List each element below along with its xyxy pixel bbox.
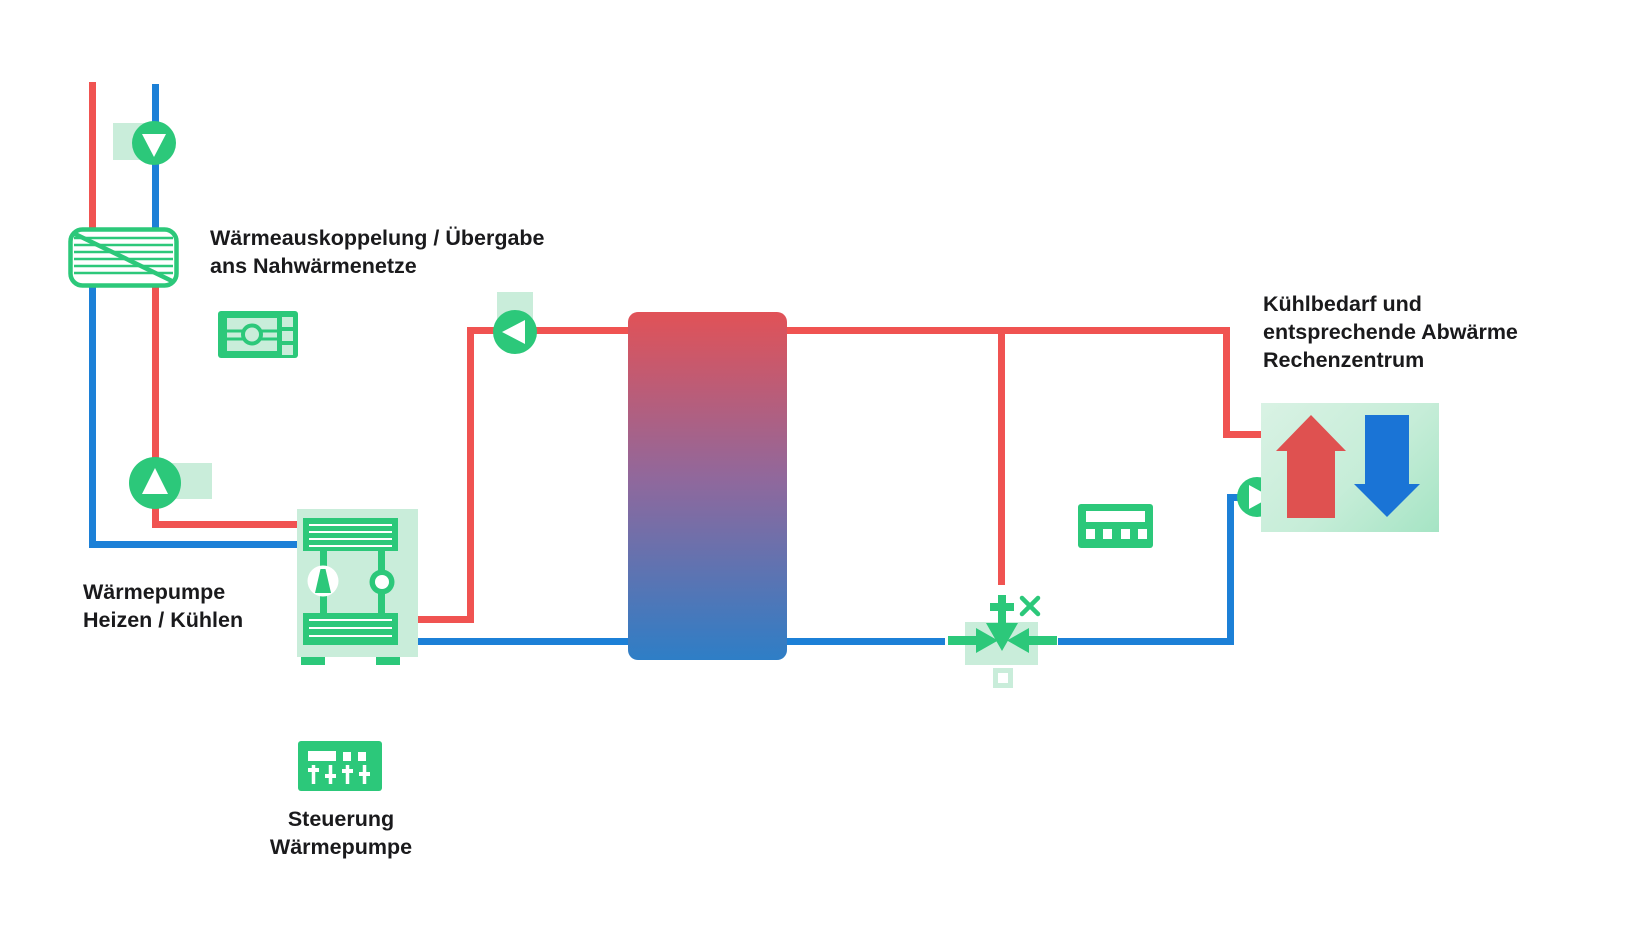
pipe-hot-datacenter-drop: [1223, 327, 1230, 438]
label-rechenzentrum-line2: entsprechende Abwärme: [1263, 320, 1518, 344]
heat-pump-unit-icon: [297, 509, 418, 665]
pipe-cold-exchanger-out: [89, 282, 96, 548]
storage-tank-icon: [628, 312, 787, 660]
pipe-cold-return-right: [1058, 638, 1234, 645]
label-waermepumpe-line1: Wärmepumpe: [83, 580, 226, 604]
label-waermepumpe: Wärmepumpe Heizen / Kühlen: [83, 578, 243, 634]
pipe-hot-district-supply: [89, 82, 96, 233]
label-rechenzentrum: Kühlbedarf und entsprechende Abwärme Rec…: [1263, 290, 1518, 374]
label-steuerung-line2: Wärmepumpe: [269, 835, 413, 859]
heat-exchanger-icon: [68, 227, 179, 288]
pipe-hot-heatpump-out: [398, 616, 474, 623]
slider-controller-icon: [298, 741, 382, 791]
expansion-valve-icon: [375, 575, 389, 589]
cooling-demand-arrow-icon: [1354, 415, 1420, 517]
valve-left-arrow: [976, 628, 998, 653]
label-steuerung: Steuerung Wärmepumpe: [241, 805, 441, 861]
source-pump-icon: [129, 457, 212, 509]
label-uebergabe-line1: Wärmeauskoppelung / Übergabe: [210, 226, 545, 250]
flow-up-triangle: [142, 468, 168, 494]
flow-down-triangle: [142, 134, 166, 157]
valve-actuator: [993, 668, 1013, 688]
compressor-icon: [315, 569, 331, 593]
pipe-cold-datacenter-riser: [1227, 494, 1234, 645]
pipe-hot-header: [467, 327, 1230, 334]
pipe-hot-to-heatpump: [152, 521, 299, 528]
district-pump-icon: [113, 121, 176, 165]
label-uebergabe-line2: ans Nahwärmenetze: [210, 254, 417, 278]
valve-right-arrow: [1007, 628, 1029, 653]
label-rechenzentrum-line1: Kühlbedarf und: [1263, 292, 1422, 316]
label-rechenzentrum-line3: Rechenzentrum: [1263, 348, 1425, 372]
demand-arrows-icon: [1276, 415, 1420, 518]
label-uebergabe: Wärmeauskoppelung / Übergabe ans Nahwärm…: [210, 224, 545, 280]
pipe-hot-datacenter-in: [1223, 431, 1261, 438]
pipe-hot-exchanger-in: [152, 282, 159, 528]
charge-pump-icon: [493, 292, 537, 354]
pipe-hot-valve-branch: [998, 334, 1005, 585]
mixing-valve-icon: [948, 595, 1057, 688]
shutoff-cross-icon: [1019, 595, 1041, 617]
label-waermepumpe-line2: Heizen / Kühlen: [83, 608, 244, 632]
valve-inflow-arrow: [986, 623, 1018, 651]
label-steuerung-line1: Steuerung: [287, 807, 395, 831]
pipe-hot-riser: [467, 330, 474, 623]
heat-output-arrow-icon: [1276, 415, 1346, 518]
relay-controller-icon: [1078, 504, 1153, 548]
display-controller-icon: [218, 311, 298, 358]
flow-left-triangle: [502, 320, 525, 344]
datacenter-box: [1261, 403, 1439, 532]
flow-right-triangle: [1249, 485, 1271, 509]
pipe-cold-to-heatpump: [89, 541, 299, 548]
